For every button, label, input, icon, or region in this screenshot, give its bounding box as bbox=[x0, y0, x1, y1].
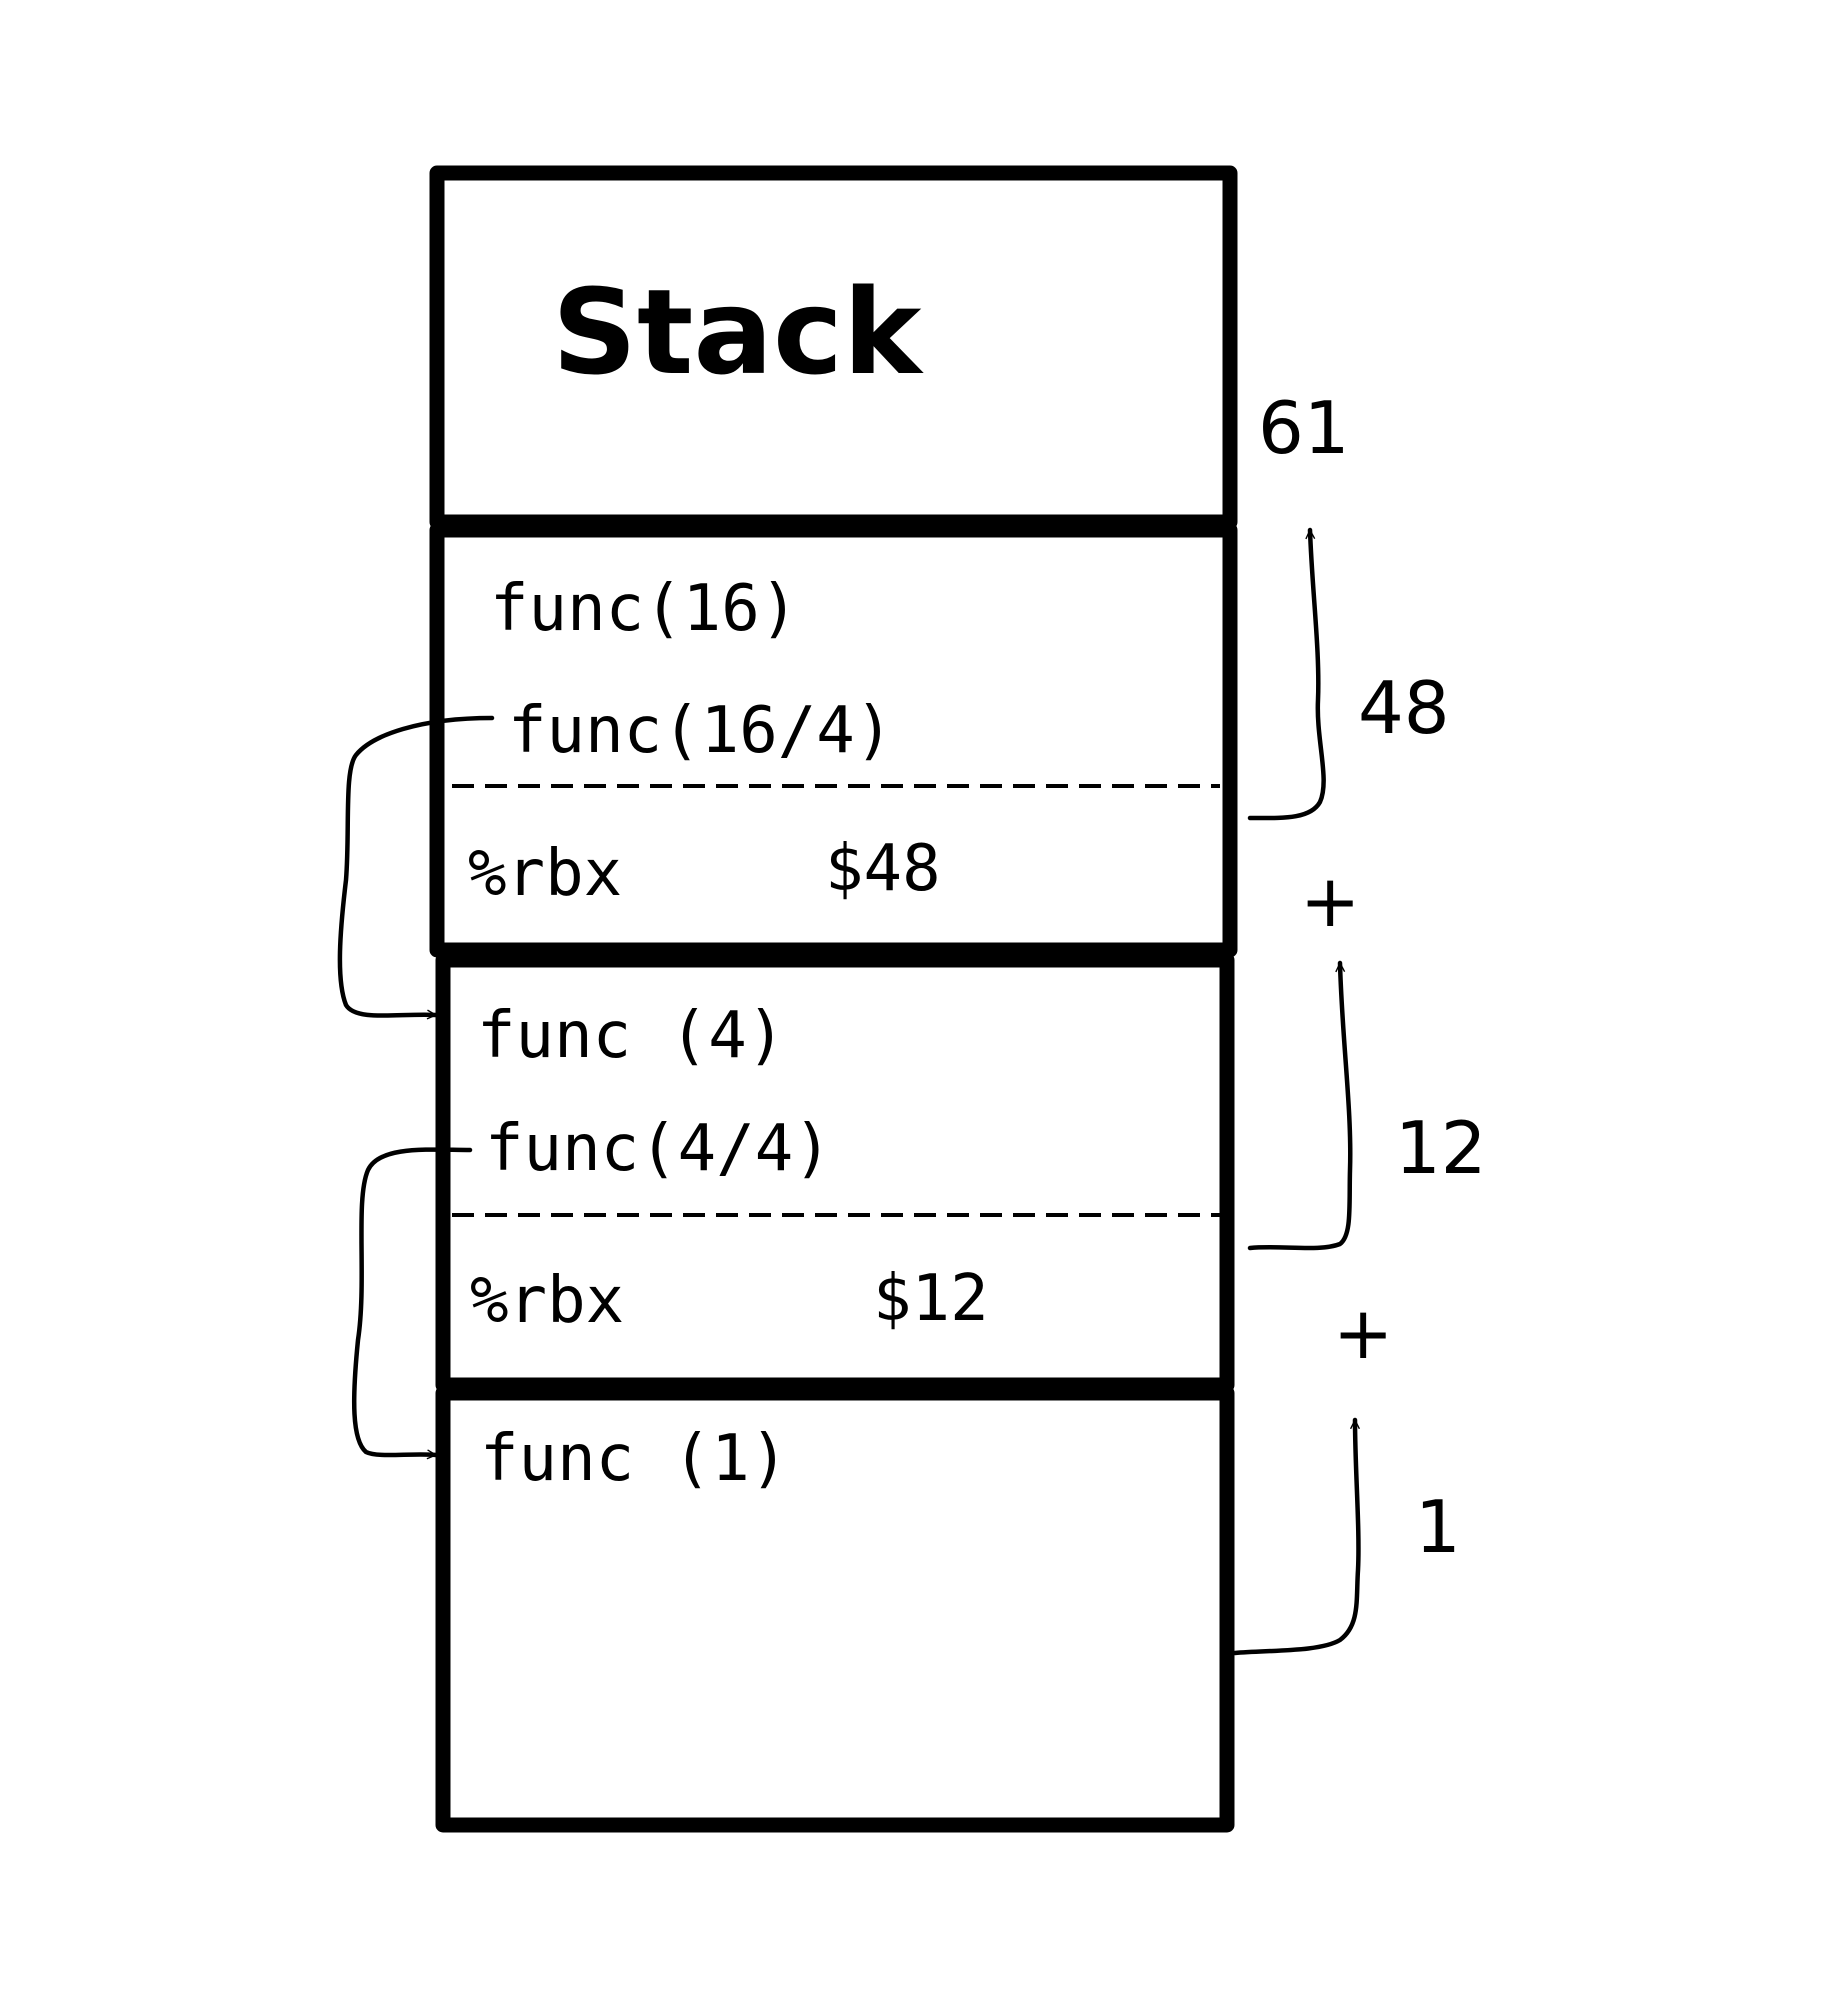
return-value-base: 1 bbox=[1415, 1485, 1461, 1569]
stack-title: Stack bbox=[552, 263, 924, 401]
frame-2-recursive-call: func(4/4) bbox=[485, 1112, 832, 1186]
final-result: 61 bbox=[1258, 386, 1350, 470]
frame-2-saved-value: $12 bbox=[873, 1262, 989, 1336]
call-arrow-func4-to-func1 bbox=[351, 1147, 473, 1455]
plus-sign-upper: + bbox=[1300, 859, 1360, 943]
return-value-48: 48 bbox=[1358, 666, 1450, 750]
return-arrow-from-func1 bbox=[1232, 1417, 1361, 1656]
call-arrow-func16-to-func4 bbox=[337, 715, 495, 1016]
frame-2-register: %rbx bbox=[470, 1264, 624, 1338]
frame-1-call: func(16) bbox=[490, 572, 798, 646]
frame-2-call: func (4) bbox=[477, 999, 785, 1073]
stack-title-box bbox=[429, 165, 1238, 530]
return-value-12: 12 bbox=[1395, 1106, 1487, 1190]
frame-1-saved-value: $48 bbox=[825, 832, 941, 906]
frame-3-call: func (1) bbox=[480, 1422, 788, 1496]
stack-frame-func4 bbox=[435, 952, 1235, 1393]
return-arrow-from-func4 bbox=[1247, 960, 1353, 1251]
stack-frame-func1 bbox=[435, 1385, 1235, 1833]
return-arrow-from-func16 bbox=[1247, 527, 1326, 821]
plus-sign-lower: + bbox=[1333, 1291, 1393, 1375]
frame-1-recursive-call: func(16/4) bbox=[508, 694, 893, 768]
stack-frame-func16 bbox=[429, 522, 1238, 958]
frame-1-register: %rbx bbox=[468, 837, 622, 911]
